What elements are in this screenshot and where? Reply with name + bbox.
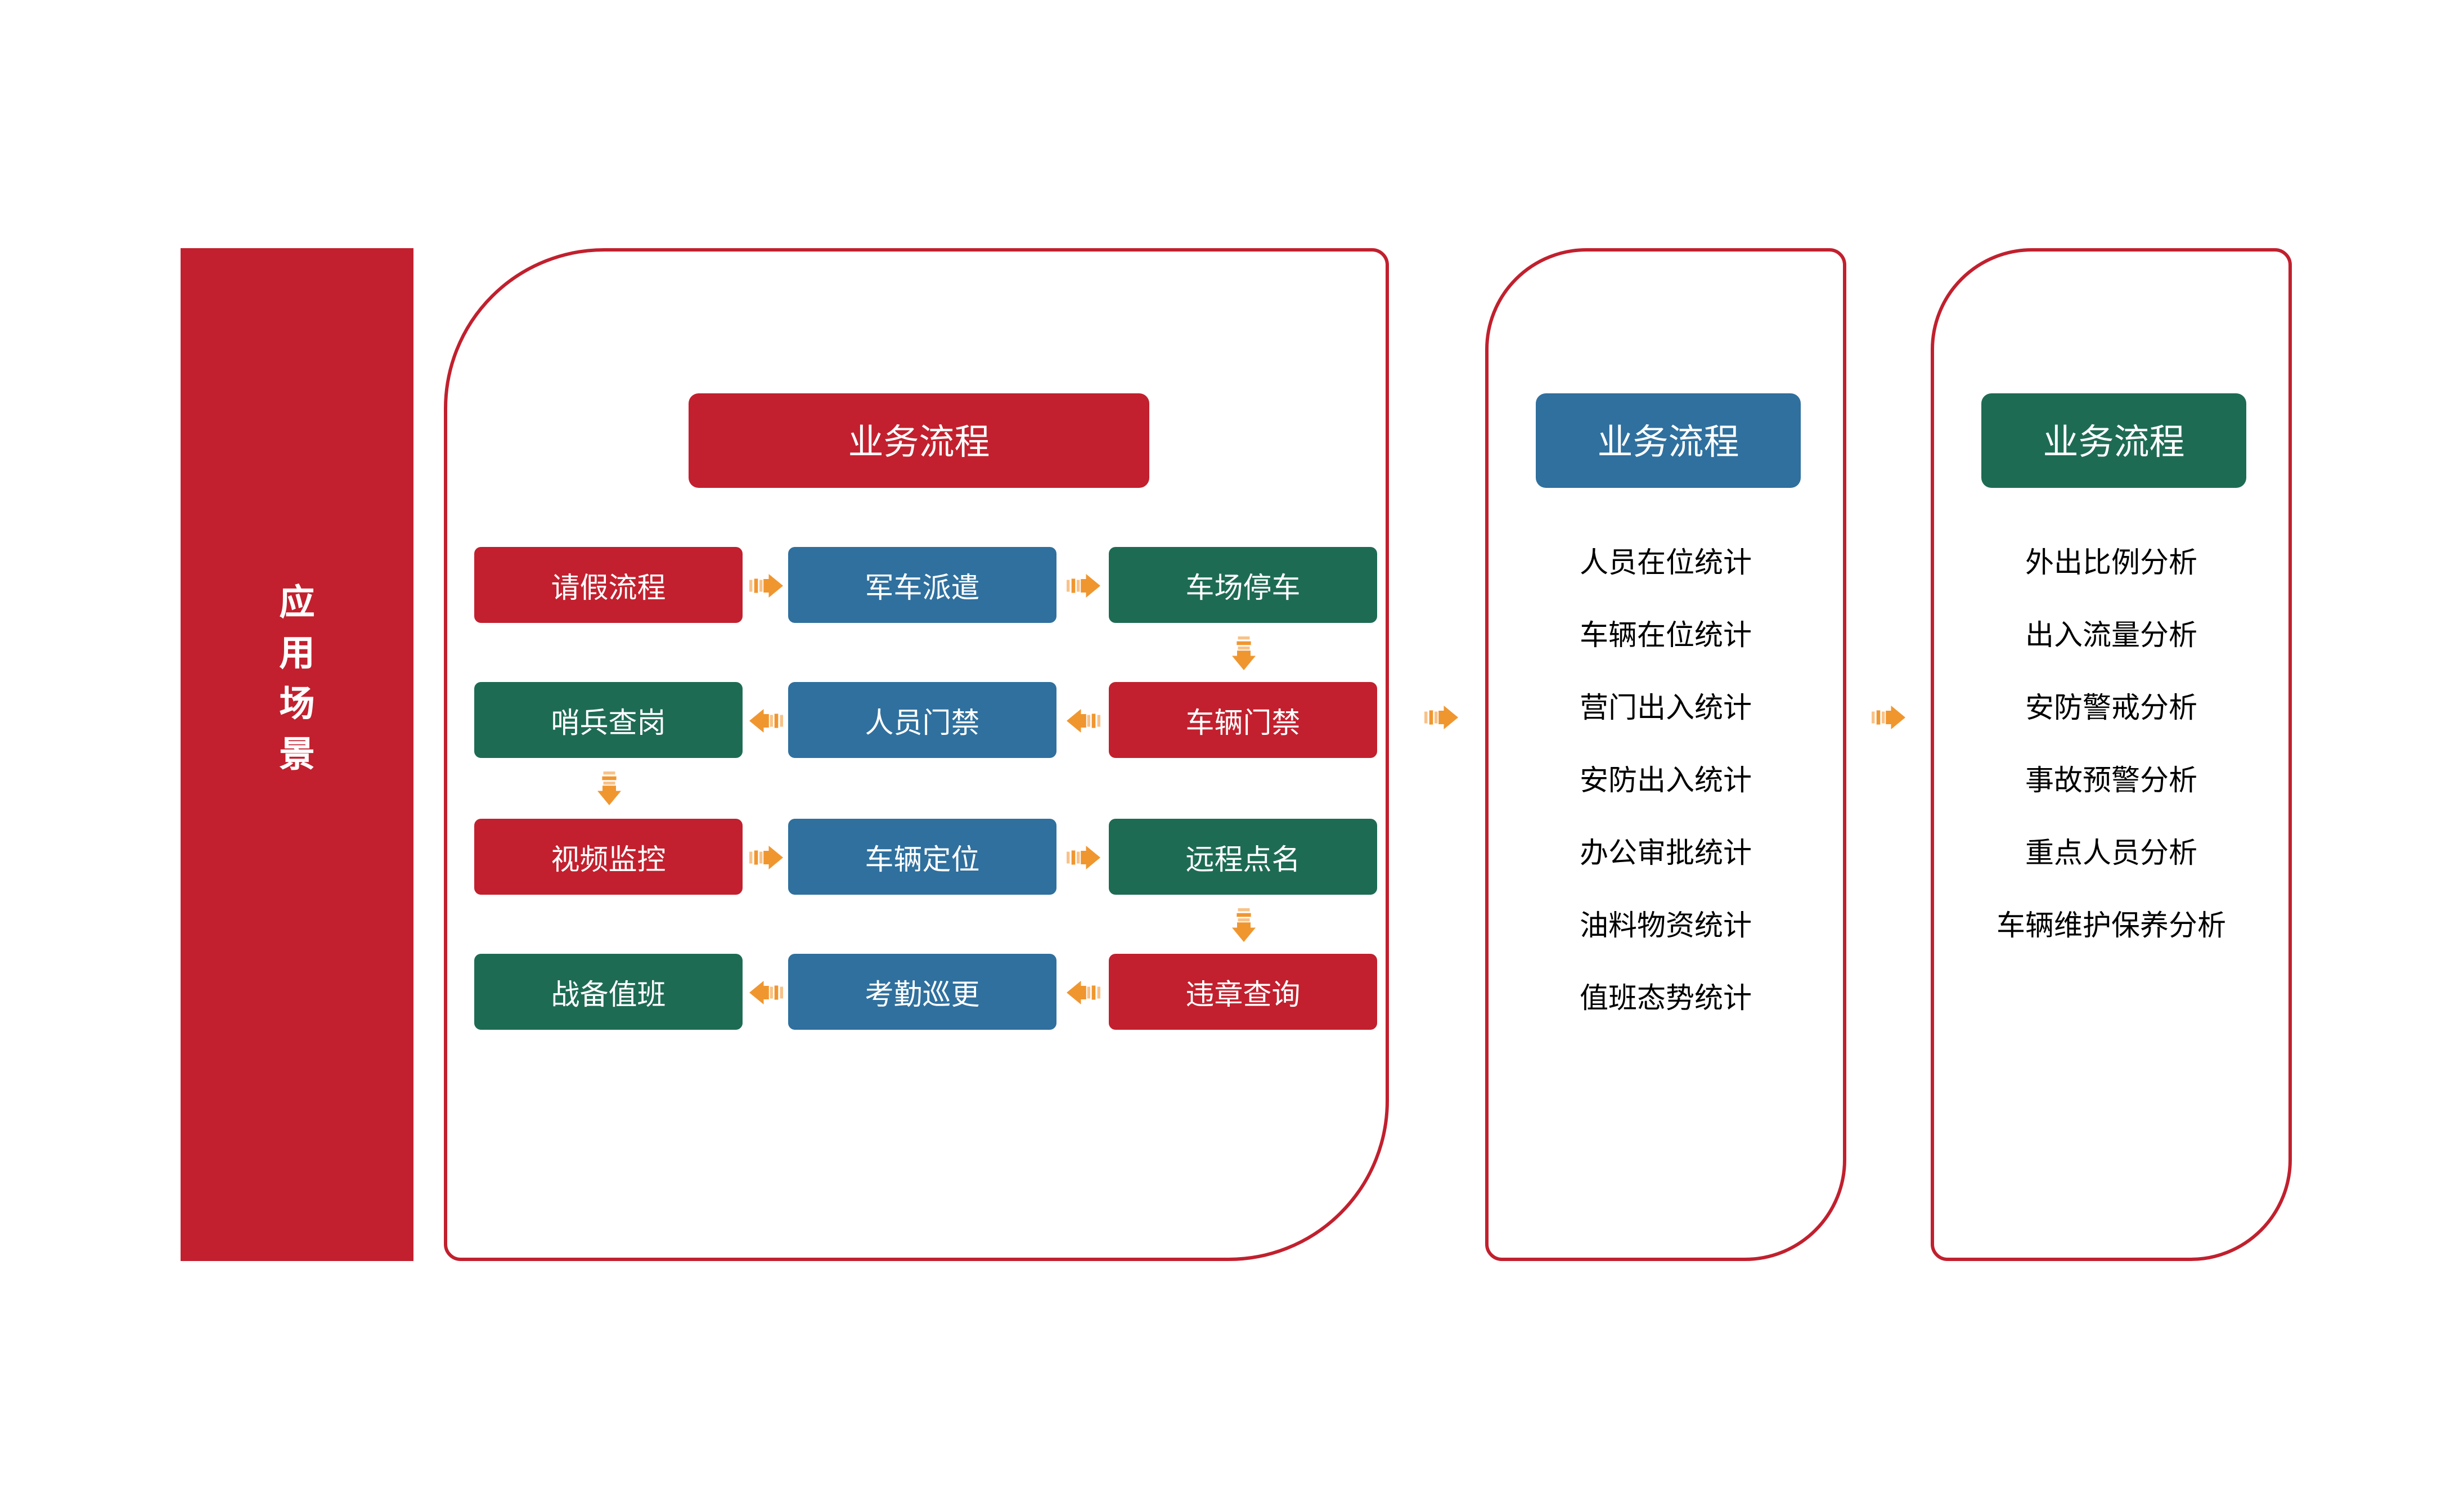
flow-arrow-down-icon [597, 771, 621, 805]
flow-arrow-right-icon [749, 845, 783, 869]
business-stats-panel: 业务流程 人员在位统计 车辆在位统计 营门出入统计 安防出入统计 办公审批统计 … [1485, 248, 1846, 1261]
flow-node: 远程点名 [1109, 819, 1377, 895]
stats-list-item: 值班态势统计 [1580, 982, 1752, 1015]
stats-list-item: 办公审批统计 [1580, 837, 1752, 869]
analysis-list-item: 安防警戒分析 [2025, 692, 2197, 724]
flow-node: 人员门禁 [788, 682, 1056, 758]
sidebar-char: 景 [279, 736, 315, 775]
stats-panel-header: 业务流程 [1536, 393, 1801, 488]
flow-node: 车辆门禁 [1109, 682, 1377, 758]
business-flow-panel: 业务流程 请假流程 军车派遣 车场停车 哨兵查岗 人员门禁 车辆门禁 视频监控 … [444, 248, 1389, 1261]
flow-arrow-down-icon [1231, 636, 1255, 670]
panel-link-arrow-icon [1424, 705, 1458, 729]
analysis-list-item: 外出比例分析 [2025, 547, 2197, 579]
analysis-panel-header: 业务流程 [1981, 393, 2246, 488]
analysis-list-item: 重点人员分析 [2025, 837, 2197, 869]
stats-list-item: 人员在位统计 [1580, 547, 1752, 579]
analysis-list-item: 出入流量分析 [2025, 620, 2197, 652]
business-analysis-panel: 业务流程 外出比例分析 出入流量分析 安防警戒分析 事故预警分析 重点人员分析 … [1931, 248, 2292, 1261]
flow-node: 考勤巡更 [788, 954, 1056, 1030]
flow-node: 哨兵查岗 [474, 682, 743, 758]
sidebar-char: 用 [279, 635, 315, 674]
flow-node: 请假流程 [474, 547, 743, 623]
analysis-list-item: 车辆维护保养分析 [1997, 910, 2226, 942]
analysis-list-item: 事故预警分析 [2025, 765, 2197, 797]
panel-link-arrow-icon [1871, 705, 1905, 729]
flow-arrow-right-icon [749, 573, 783, 597]
stats-list-item: 车辆在位统计 [1580, 620, 1752, 652]
flow-node: 违章查询 [1109, 954, 1377, 1030]
flow-node: 视频监控 [474, 819, 743, 895]
flow-arrow-down-icon [1231, 908, 1255, 941]
flow-arrow-left-icon [1066, 980, 1100, 1004]
flow-node: 战备值班 [474, 954, 743, 1030]
analysis-list: 外出比例分析 出入流量分析 安防警戒分析 事故预警分析 重点人员分析 车辆维护保… [1934, 527, 2288, 962]
stats-list-item: 安防出入统计 [1580, 765, 1752, 797]
sidebar-char: 应 [279, 584, 315, 623]
flow-node: 车辆定位 [788, 819, 1056, 895]
stats-list-item: 营门出入统计 [1580, 692, 1752, 724]
flow-arrow-right-icon [1066, 845, 1100, 869]
flow-arrow-left-icon [1066, 708, 1100, 732]
flow-node: 军车派遣 [788, 547, 1056, 623]
stats-list: 人员在位统计 车辆在位统计 营门出入统计 安防出入统计 办公审批统计 油料物资统… [1489, 527, 1843, 1035]
flow-arrow-right-icon [1066, 573, 1100, 597]
application-scenarios-bar: 应 用 场 景 [181, 248, 413, 1261]
flow-node: 车场停车 [1109, 547, 1377, 623]
sidebar-char: 场 [279, 685, 315, 724]
flow-arrow-left-icon [749, 708, 783, 732]
stats-list-item: 油料物资统计 [1580, 910, 1752, 942]
flow-arrow-left-icon [749, 980, 783, 1004]
flow-panel-header: 业务流程 [689, 393, 1149, 488]
